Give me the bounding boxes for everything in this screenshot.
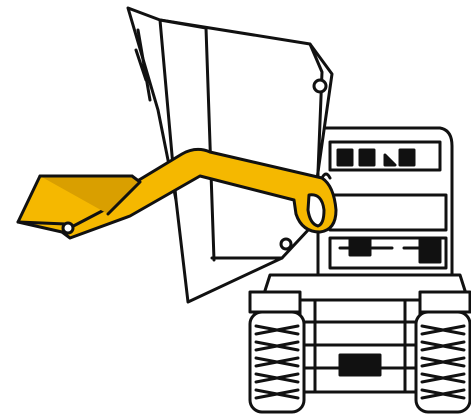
raised-skip	[126, 6, 334, 304]
chassis	[248, 273, 471, 394]
left-wheel	[248, 310, 306, 414]
lift-arm	[60, 147, 338, 240]
bucket-attachment	[16, 174, 142, 235]
right-wheel	[414, 310, 471, 414]
cab-frame	[316, 126, 454, 302]
